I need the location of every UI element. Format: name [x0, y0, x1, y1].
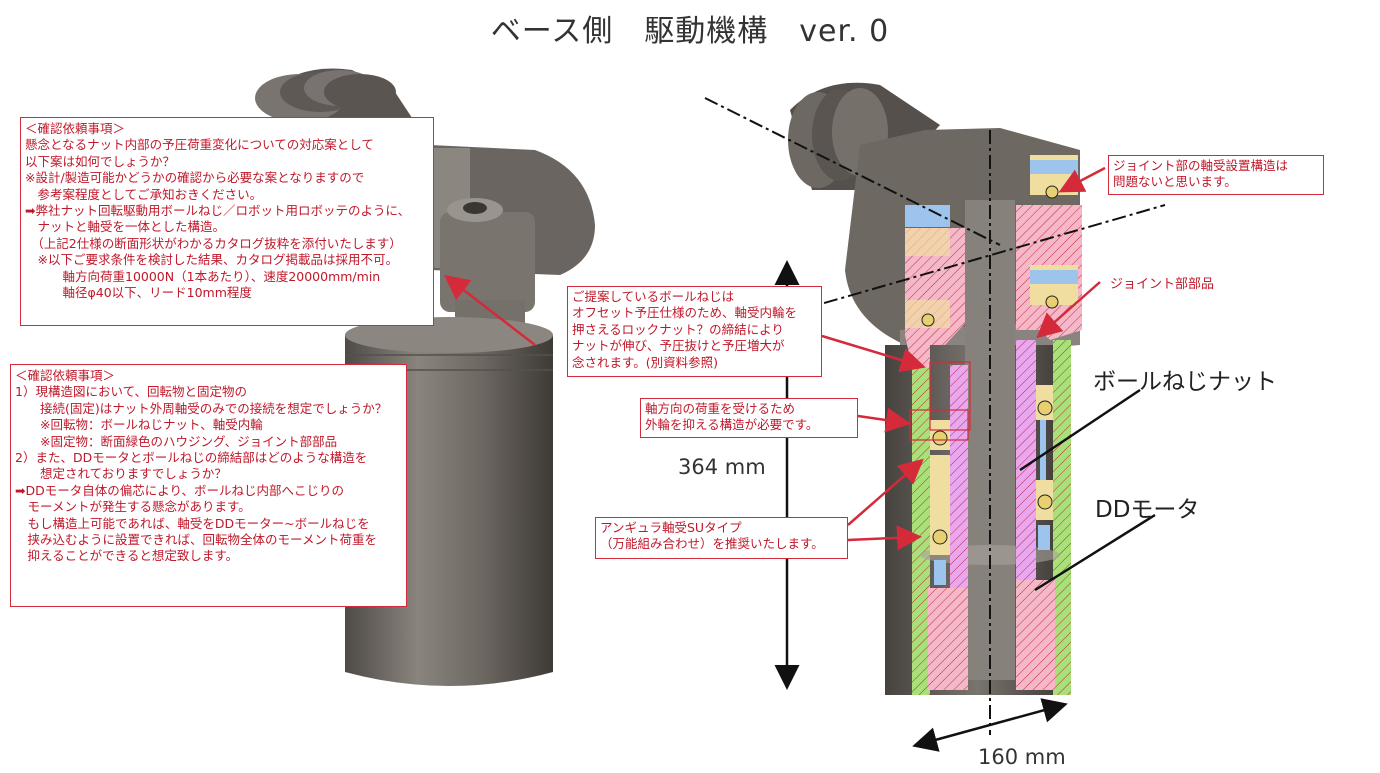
note5-line: アンギュラ軸受SUタイプ: [600, 520, 742, 535]
note2-line: ➡DDモータ自体の偏芯により、ボールねじ内部へこじりの: [15, 482, 344, 498]
highlight-box-1: [929, 361, 971, 431]
leader-ballscrew-nut: [1019, 388, 1141, 472]
note2-line: 1）現構造図において、回転物と固定物の: [15, 384, 247, 400]
note2-line: ※固定物：断面緑色のハウジング、ジョイント部部品: [15, 433, 338, 449]
note1-line: 軸方向荷重10000N（1本あたり）、速度20000mm/min: [25, 268, 381, 284]
ballscrew-nut-label: ボールねじナット: [1093, 369, 1277, 395]
note2-line: 抑えることができると想定致します。: [15, 548, 239, 564]
note1-line: ※設計/製造可能かどうかの確認から必要な案となりますので: [25, 170, 365, 186]
note1-line: 以下案は如何でしょうか？: [25, 153, 176, 169]
note2-line: 2）また、DDモータとボールねじの締結部はどのような構造を: [15, 450, 368, 466]
note-angular-bearing: アンギュラ軸受SUタイプ （万能組み合わせ）を推奨いたします。: [595, 517, 848, 559]
note2-line: 想定されておりますでしょうか？: [15, 466, 227, 482]
arrow-note1: [444, 274, 536, 346]
dd-motor-label: DDモータ: [1095, 497, 1200, 523]
leader-dd-motor: [1034, 513, 1156, 592]
note2-line: ※回転物：ボールねじナット、軸受内輪: [15, 417, 263, 433]
note-request-1: ＜確認依頼事項＞ 懸念となるナット内部の予圧荷重変化についての対応案として 以下…: [20, 117, 434, 326]
width-dimension-label: 160 mm: [978, 745, 1066, 769]
note3-line: ご提案しているボールねじは: [572, 289, 735, 304]
height-dimension-label: 364 mm: [678, 455, 766, 479]
note-request-2: ＜確認依頼事項＞ 1）現構造図において、回転物と固定物の 接続(固定)はナット外…: [10, 364, 407, 607]
note1-line: ＜確認依頼事項＞: [25, 121, 126, 136]
note-joint-bearing: ジョイント部の軸受設置構造は 問題ないと思います。: [1108, 155, 1324, 195]
joint-part-label: ジョイント部部品: [1110, 277, 1215, 292]
arrow-note5b: [847, 525, 922, 551]
arrow-joint-label: [1036, 281, 1101, 339]
note1-line: 軸径φ40以下、リード10mm程度: [25, 285, 252, 301]
note6-line: 問題ないと思います。: [1113, 174, 1237, 190]
note1-line: 懸念となるナット内部の予圧荷重変化についての対応案として: [25, 137, 374, 153]
note2-line: モーメントが発生する懸念があります。: [15, 499, 251, 515]
arrow-note6: [1058, 166, 1106, 193]
note-outer-ring: 軸方向の荷重を受けるため 外輪を抑える構造が必要です。: [640, 398, 858, 438]
arrow-note4: [857, 407, 911, 433]
arrow-note3: [821, 334, 926, 373]
arrow-note5a: [847, 458, 924, 526]
note2-line: ＜確認依頼事項＞: [15, 368, 116, 383]
joint-cross: [440, 212, 535, 312]
note2-line: 挟み込むように設置できれば、回転物全体のモーメント荷重を: [15, 532, 378, 548]
note6-line: ジョイント部の軸受設置構造は: [1113, 158, 1289, 173]
page-title: ベース側 駆動機構 ver. 0: [490, 14, 890, 49]
note3-line: 念されます。(別資料参照): [572, 354, 719, 370]
note1-line: ➡弊社ナット回転駆動用ボールねじ／ロボット用ロボッテのように、: [25, 203, 411, 219]
cross-section-view: [704, 82, 1166, 735]
note1-line: ※以下ご要求条件を検討した結果、カタログ掲載品は採用不可。: [25, 252, 398, 268]
note1-line: 参考案程度としてご承知おきください。: [25, 186, 263, 202]
width-dimension-arrow: [912, 698, 1068, 752]
note4-line: 外輪を抑える構造が必要です。: [645, 417, 819, 433]
axis-line-1: [704, 97, 1001, 246]
note3-line: オフセット予圧仕様のため、軸受内輪を: [572, 305, 798, 321]
note3-line: 押さえるロックナット？の締結により: [572, 321, 784, 337]
note-preload: ご提案しているボールねじは オフセット予圧仕様のため、軸受内輪を 押さえるロック…: [567, 286, 822, 377]
note3-line: ナットが伸び、予圧抜けと予圧増大が: [572, 338, 785, 354]
note1-line: ナットと軸受を一体とした構造。: [25, 219, 226, 235]
axis-line-2: [799, 204, 1166, 311]
angular-bearings: [930, 385, 1053, 585]
note4-line: 軸方向の荷重を受けるため: [645, 401, 796, 416]
note1-line: （上記2仕様の断面形状がわかるカタログ抜粋を添付いたします）: [25, 235, 402, 251]
note5-line: （万能組み合わせ）を推奨いたします。: [600, 536, 824, 552]
note2-line: もし構造上可能であれば、軸受をDDモーター~ボールねじを: [15, 515, 370, 531]
note2-line: 接続(固定)はナット外周軸受のみでの接続を想定でしょうか？: [15, 400, 388, 416]
